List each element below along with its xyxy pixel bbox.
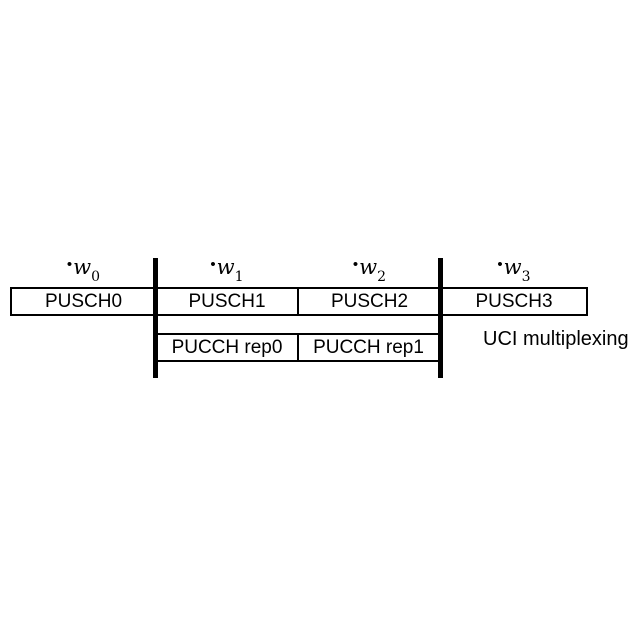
pusch3-block: PUSCH3	[440, 287, 588, 316]
slot-boundary-line-left	[153, 258, 158, 378]
bullet-icon: •	[66, 256, 73, 273]
slot-boundary-line-right	[438, 258, 443, 378]
pucch-rep0-block: PUCCH rep0	[155, 333, 299, 362]
weight-symbol: w	[73, 255, 92, 279]
weight-label-w0: •w0	[10, 251, 157, 286]
pusch2-block: PUSCH2	[297, 287, 442, 316]
bullet-icon: •	[352, 256, 359, 273]
weight-symbol: w	[216, 255, 235, 279]
pucch-rep1-block: PUCCH rep1	[297, 333, 440, 362]
pusch1-block: PUSCH1	[155, 287, 299, 316]
weight-label-w2: •w2	[297, 251, 442, 286]
weight-symbol: w	[359, 255, 378, 279]
pusch0-block: PUSCH0	[10, 287, 157, 316]
weight-subscript: 1	[234, 269, 244, 286]
weight-label-w1: •w1	[155, 251, 299, 286]
weight-symbol: w	[503, 255, 522, 279]
weight-subscript: 3	[521, 269, 531, 286]
weight-subscript: 2	[377, 269, 387, 286]
bullet-icon: •	[210, 256, 216, 273]
uci-multiplexing-label: UCI multiplexing	[483, 328, 629, 350]
weight-label-w3: •w3	[440, 251, 588, 286]
weight-subscript: 0	[91, 269, 101, 286]
bullet-icon: •	[497, 256, 503, 273]
